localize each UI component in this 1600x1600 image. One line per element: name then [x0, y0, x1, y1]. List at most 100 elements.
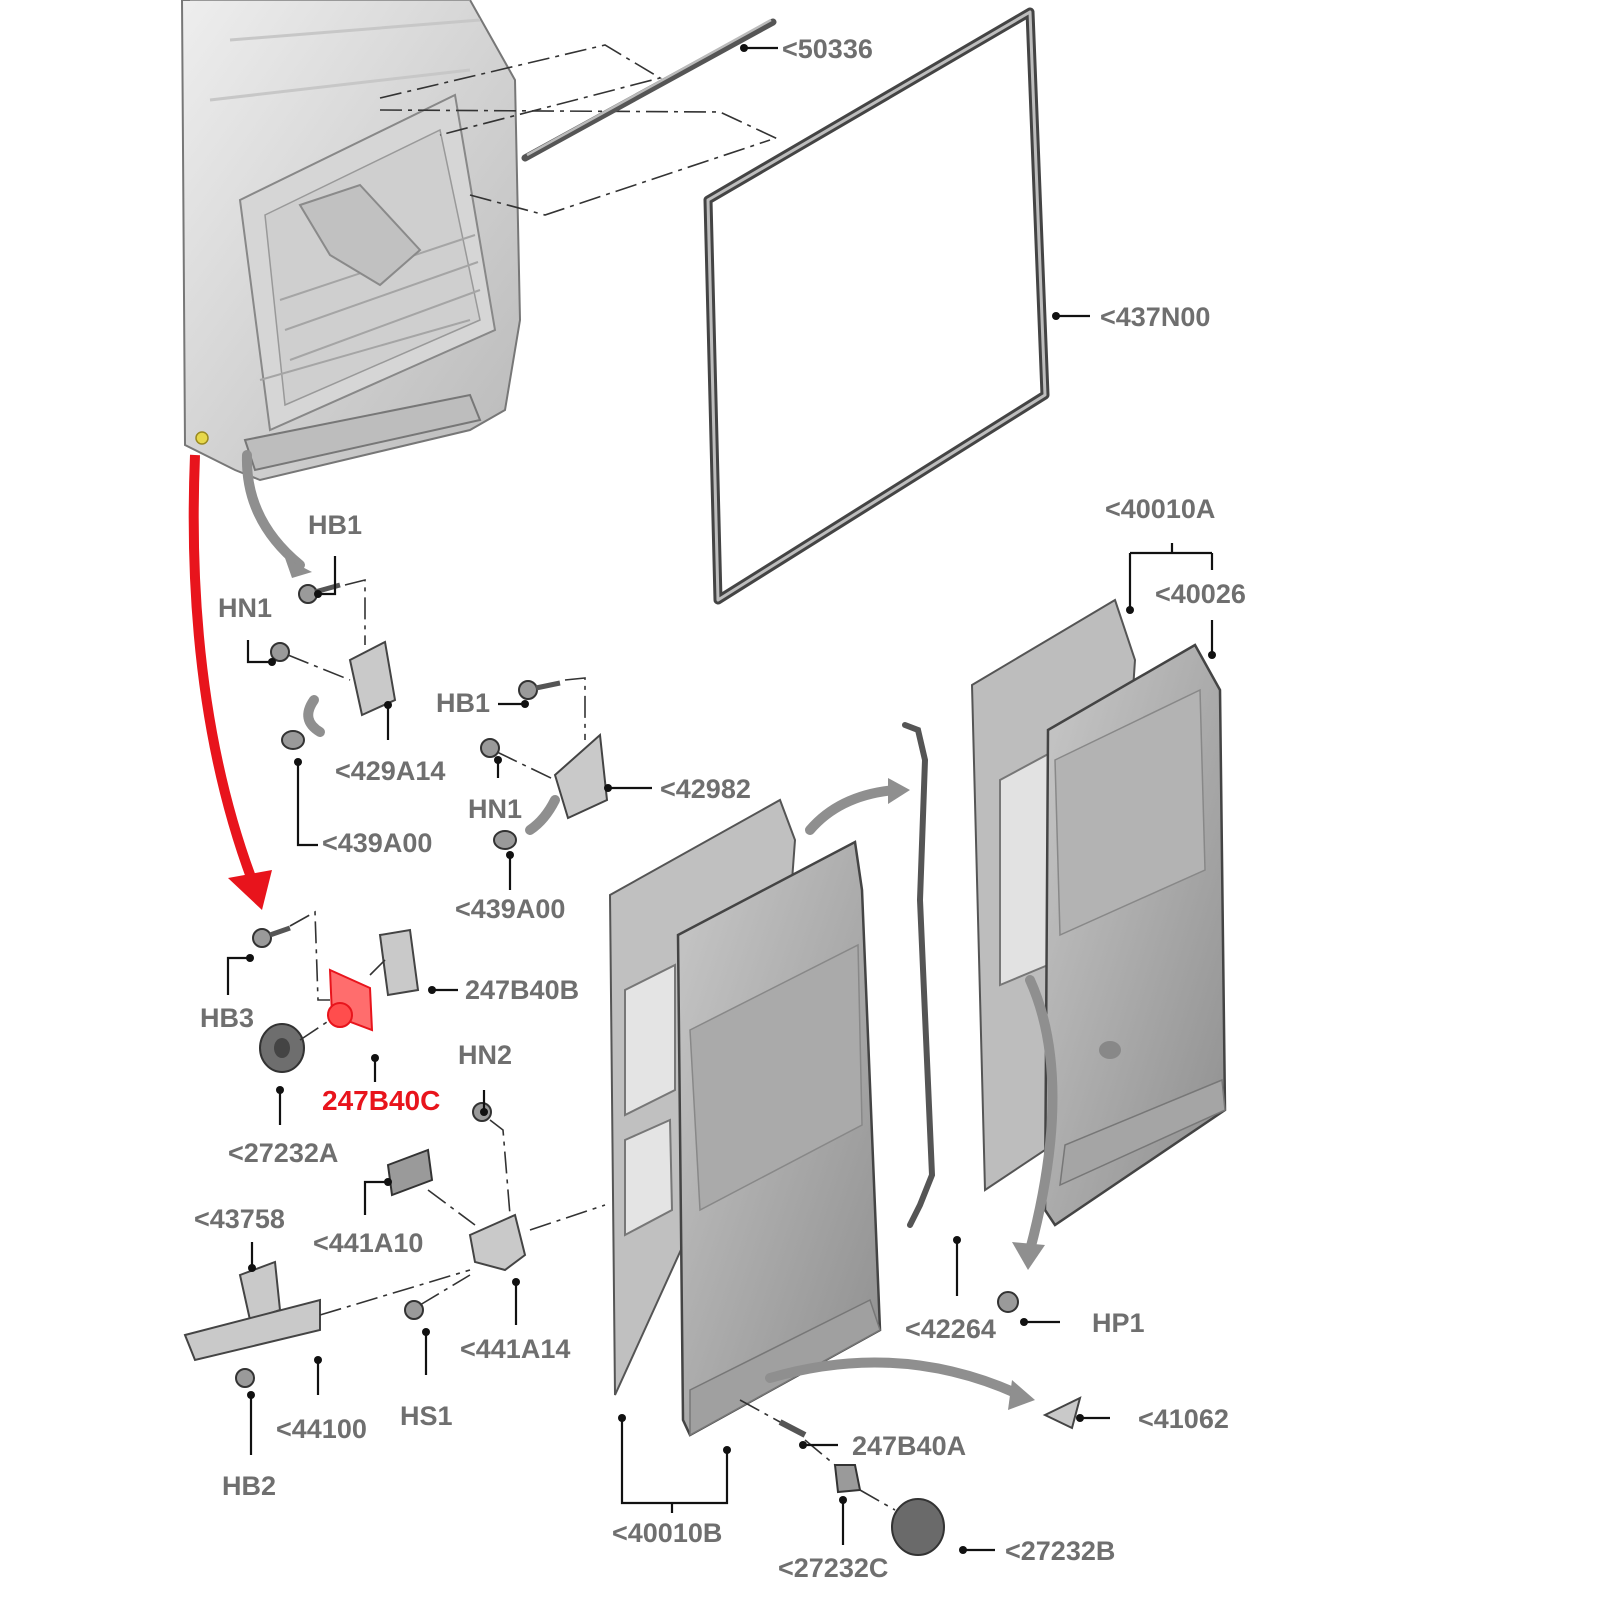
- proj-hb1-mid: [564, 677, 586, 740]
- red-arrow: [188, 454, 257, 882]
- bolt-hb2: [235, 1368, 255, 1388]
- label-439A00-mid: <439A00: [455, 894, 565, 924]
- leader-dot-27232B: [959, 1546, 967, 1554]
- leader-hb3: [226, 956, 250, 995]
- projection-line-50336: [379, 44, 663, 136]
- label-hb1-top: HB1: [308, 510, 362, 540]
- label-42982: <42982: [660, 774, 751, 804]
- projection-line-437N00: [379, 109, 781, 141]
- proj-hb1-top: [344, 578, 366, 645]
- arrow-body-to-hinge: [241, 450, 305, 570]
- leader-dot-hb3: [246, 954, 254, 962]
- label-40010A: <40010A: [1105, 494, 1215, 524]
- hinge-441A14: [468, 1213, 527, 1272]
- leader-dot-40010B-left: [618, 1414, 626, 1422]
- proj-247B40A: [739, 1399, 781, 1423]
- leader-dot-441A10: [384, 1178, 392, 1186]
- leader-dot-hb1-top: [314, 590, 322, 598]
- proj-27232C: [804, 1439, 836, 1466]
- pad-441A10: [386, 1148, 434, 1197]
- label-41062: <41062: [1138, 1404, 1229, 1434]
- screw-hs1: [404, 1300, 424, 1320]
- check-strap-42264: [902, 722, 936, 1228]
- plug-hp1: [997, 1291, 1019, 1313]
- leader-dot-247B40B: [428, 986, 436, 994]
- proj-hb3: [289, 910, 330, 1001]
- arrow-body-to-hinge-head: [285, 558, 312, 578]
- label-247B40B: 247B40B: [465, 975, 579, 1005]
- leader-dot-42982: [604, 784, 612, 792]
- label-hb3: HB3: [200, 1003, 254, 1033]
- leader-dot-429A14: [384, 701, 392, 709]
- leader-dot-247B40C: [371, 1054, 379, 1062]
- label-hn2: HN2: [458, 1040, 512, 1070]
- pin-247B40A: [778, 1419, 807, 1438]
- label-50336: <50336: [782, 34, 873, 64]
- leader-40010B: [620, 1418, 729, 1513]
- label-40026: <40026: [1155, 579, 1246, 609]
- label-hn1-mid: HN1: [468, 794, 522, 824]
- right-door-40010A: [970, 598, 1227, 1227]
- proj-247B40B: [369, 959, 386, 976]
- leader-hn1-top: [246, 640, 272, 664]
- leader-dot-247B40A: [799, 1441, 807, 1449]
- bolt-hb1-mid-shank: [535, 680, 561, 691]
- leader-40010A: [1128, 543, 1214, 610]
- label-437N00: <437N00: [1100, 302, 1210, 332]
- leader-441A10: [363, 1180, 388, 1215]
- arrow-door-to-hp1: [1025, 975, 1058, 1255]
- weatherstrip-50336: [521, 18, 777, 162]
- proj-27232A: [299, 1019, 331, 1041]
- nut-hn1-mid: [480, 738, 500, 758]
- arrow-hinge-mid: [525, 795, 560, 835]
- leader-dot-hn1-top: [268, 658, 276, 666]
- label-hp1: HP1: [1092, 1308, 1145, 1338]
- leader-439A00-left: [296, 762, 318, 847]
- label-27232A: <27232A: [228, 1138, 338, 1168]
- arrow-door-to-hp1-head: [1012, 1242, 1045, 1270]
- leader-dot-441A14: [512, 1278, 520, 1286]
- leader-dot-42264: [953, 1236, 961, 1244]
- weatherstrip-50336-highlight: [526, 18, 772, 157]
- leader-hb1-top: [318, 556, 337, 596]
- leader-dot-43758: [248, 1264, 256, 1272]
- label-247B40C: 247B40C: [322, 1085, 440, 1116]
- proj-44100: [319, 1269, 471, 1316]
- label-27232C: <27232C: [778, 1553, 888, 1583]
- leader-dot-hb1-mid: [521, 700, 529, 708]
- leader-dot-hs1: [422, 1328, 430, 1336]
- label-hn1-top: HN1: [218, 593, 272, 623]
- leader-dot-hp1: [1020, 1318, 1028, 1326]
- leader-dot-44100: [314, 1356, 322, 1364]
- nut-hn1-top: [270, 642, 290, 662]
- arrow-hinge-upper: [303, 695, 325, 737]
- label-441A14: <441A14: [460, 1334, 570, 1364]
- label-439A00-left: <439A00: [322, 828, 432, 858]
- label-27232B: <27232B: [1005, 1536, 1115, 1566]
- label-42264: <42264: [905, 1314, 996, 1344]
- leader-dot-27232C: [839, 1496, 847, 1504]
- proj-441A10: [427, 1189, 476, 1226]
- leader-dot-40010A: [1126, 606, 1134, 614]
- label-441A10: <441A10: [313, 1228, 423, 1258]
- clip-41062: [1042, 1396, 1082, 1430]
- label-247B40A: 247B40A: [852, 1431, 966, 1461]
- proj-hn2: [489, 1119, 511, 1216]
- leader-dot-hb2: [247, 1391, 255, 1399]
- proj-hn1-mid: [496, 751, 556, 781]
- proj-hs1: [419, 1274, 471, 1306]
- van-rear-body: [180, 0, 522, 482]
- label-429A14: <429A14: [335, 756, 445, 786]
- label-hb2: HB2: [222, 1471, 276, 1501]
- label-43758: <43758: [194, 1204, 285, 1234]
- bushing-27232A-hole: [274, 1038, 290, 1058]
- label-40010B: <40010B: [612, 1518, 722, 1548]
- leader-dot-40010B-right: [723, 1446, 731, 1454]
- proj-27232B: [859, 1489, 896, 1511]
- bolt-hb3-shank: [269, 925, 291, 938]
- red-arrow-head: [228, 870, 272, 910]
- leader-dot-439A00-mid: [506, 851, 514, 859]
- arrow-door-to-strap: [805, 785, 900, 835]
- leader-dot-hn2: [480, 1108, 488, 1116]
